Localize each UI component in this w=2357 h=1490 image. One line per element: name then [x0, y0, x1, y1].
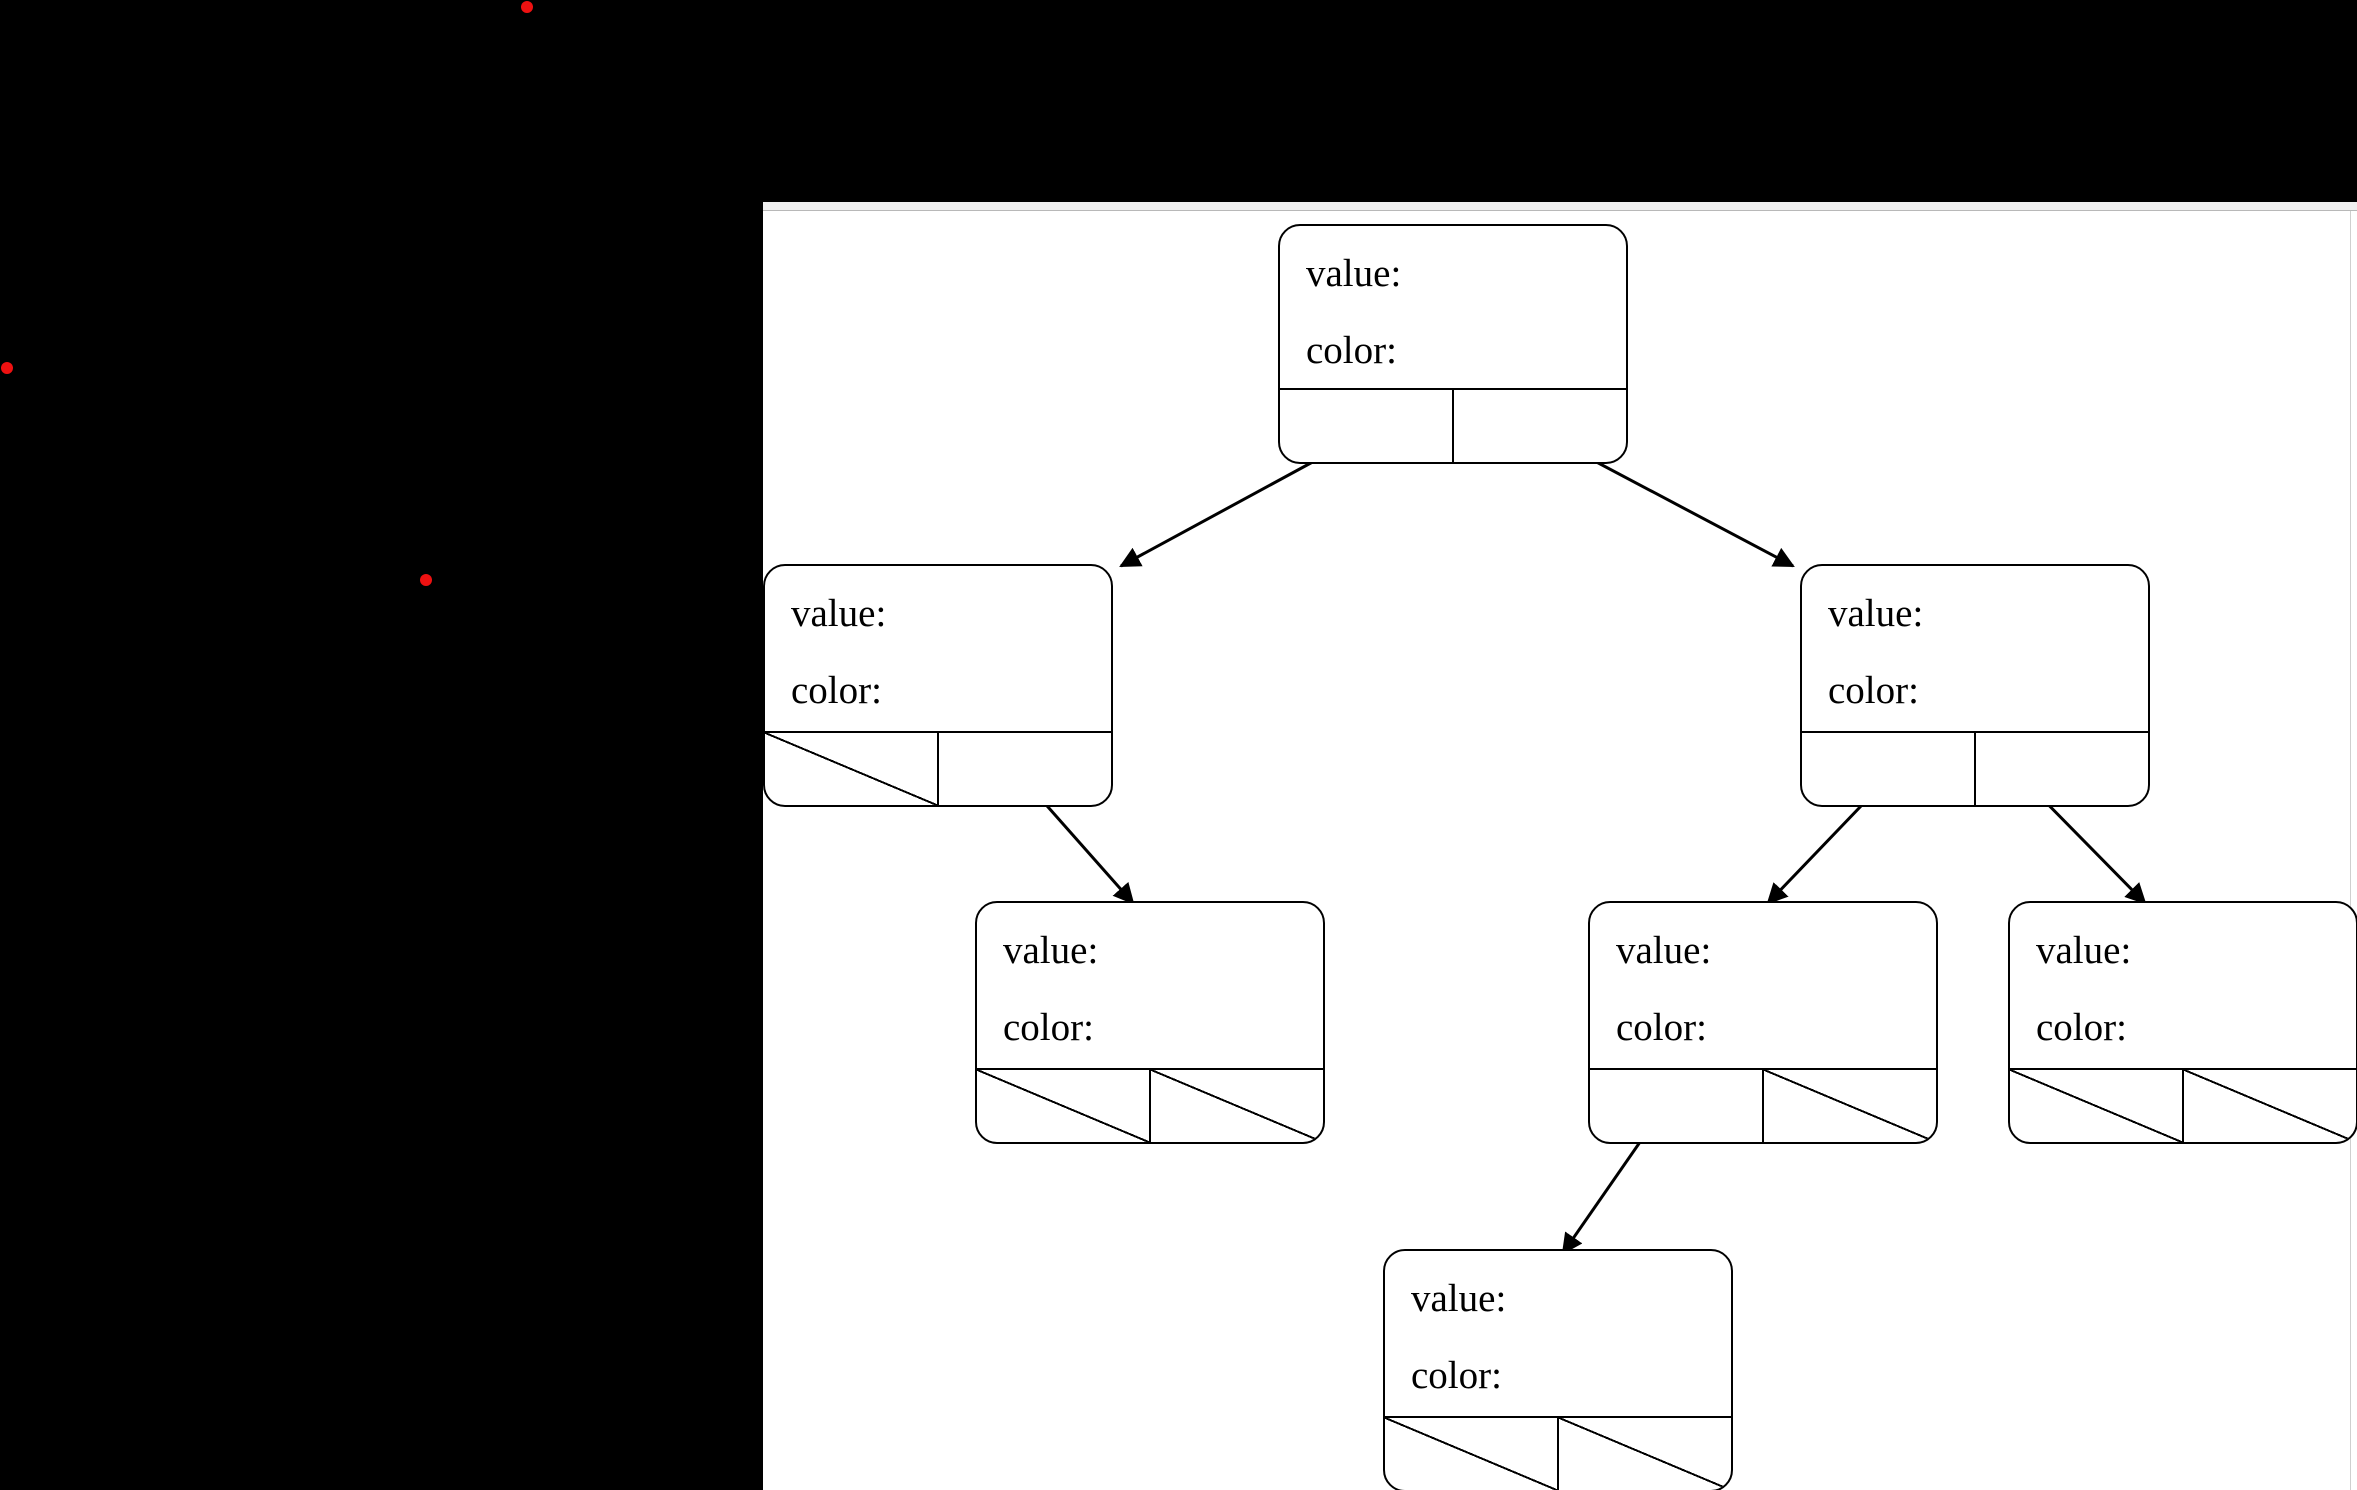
tree-node-right[interactable]: value: color:	[1800, 564, 2150, 807]
node-value-label: value:	[1616, 929, 1712, 972]
node-left-pointer-cell-null[interactable]	[765, 733, 937, 805]
tree-node-left[interactable]: value: color:	[763, 564, 1113, 807]
node-body: value: color:	[1590, 903, 1936, 1070]
tree-node-left-right[interactable]: value: color:	[975, 901, 1325, 1144]
node-value-label: value:	[791, 592, 887, 635]
node-left-pointer-cell-null[interactable]	[977, 1070, 1149, 1142]
tree-diagram-canvas[interactable]: value:color:value:color:value:color:valu…	[763, 211, 2357, 1490]
node-body: value: color:	[1280, 226, 1626, 390]
node-value-label: value:	[2036, 929, 2132, 972]
diagram-viewport-panel[interactable]: value:color:value:color:value:color:valu…	[763, 202, 2357, 1490]
node-color-label: color:	[1306, 329, 1397, 372]
node-left-pointer-cell[interactable]	[1590, 1070, 1762, 1142]
tree-node-right-left[interactable]: value: color:	[1588, 901, 1938, 1144]
node-value-label: value:	[1306, 252, 1402, 295]
node-color-label: color:	[1003, 1006, 1094, 1049]
tree-node-right-right[interactable]: value: color:	[2008, 901, 2357, 1144]
node-pointer-row	[977, 1068, 1323, 1142]
node-body: value: color:	[2010, 903, 2356, 1070]
node-body: value: color:	[1802, 566, 2148, 733]
node-left-pointer-cell[interactable]	[1280, 390, 1452, 462]
node-right-pointer-cell[interactable]	[1452, 390, 1626, 462]
node-color-label: color:	[1411, 1354, 1502, 1397]
tree-node-root[interactable]: value: color:	[1278, 224, 1628, 464]
node-pointer-row	[1280, 388, 1626, 462]
node-left-pointer-cell-null[interactable]	[1385, 1418, 1557, 1490]
node-color-label: color:	[791, 669, 882, 712]
panel-right-divider	[2350, 211, 2351, 1490]
node-value-label: value:	[1411, 1277, 1507, 1320]
node-pointer-row	[1802, 731, 2148, 805]
red-dot-left	[1, 362, 13, 374]
node-body: value: color:	[1385, 1251, 1731, 1418]
node-color-label: color:	[1828, 669, 1919, 712]
node-pointer-row	[765, 731, 1111, 805]
node-right-pointer-cell-null[interactable]	[1557, 1418, 1731, 1490]
node-body: value: color:	[977, 903, 1323, 1070]
node-body: value: color:	[765, 566, 1111, 733]
node-pointer-row	[1590, 1068, 1936, 1142]
panel-top-strip	[763, 202, 2357, 211]
red-dot-mid	[420, 574, 432, 586]
node-left-pointer-cell-null[interactable]	[2010, 1070, 2182, 1142]
node-value-label: value:	[1003, 929, 1099, 972]
node-pointer-row	[2010, 1068, 2356, 1142]
node-right-pointer-cell-null[interactable]	[2182, 1070, 2356, 1142]
node-pointer-row	[1385, 1416, 1731, 1490]
node-color-label: color:	[1616, 1006, 1707, 1049]
node-color-label: color:	[2036, 1006, 2127, 1049]
node-right-pointer-cell-null[interactable]	[1762, 1070, 1936, 1142]
node-left-pointer-cell[interactable]	[1802, 733, 1974, 805]
node-right-pointer-cell[interactable]	[937, 733, 1111, 805]
red-dot-top	[521, 1, 533, 13]
tree-node-deep[interactable]: value: color:	[1383, 1249, 1733, 1490]
node-value-label: value:	[1828, 592, 1924, 635]
node-right-pointer-cell[interactable]	[1974, 733, 2148, 805]
node-right-pointer-cell-null[interactable]	[1149, 1070, 1323, 1142]
